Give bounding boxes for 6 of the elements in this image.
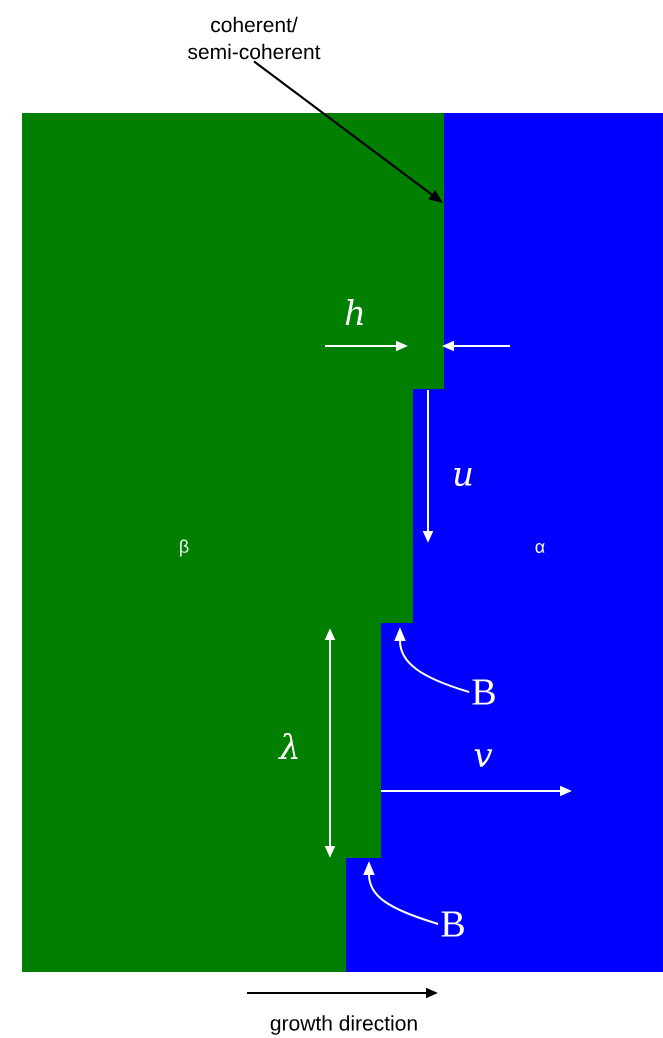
symbol-label: h (345, 299, 363, 325)
callout-letter: B (441, 911, 464, 937)
callout-letter: B (472, 679, 495, 705)
symbol-label: λ (278, 733, 298, 759)
callout-text: coherent/ semi-coherent (188, 16, 321, 60)
caption-text: growth direction (270, 1015, 417, 1035)
